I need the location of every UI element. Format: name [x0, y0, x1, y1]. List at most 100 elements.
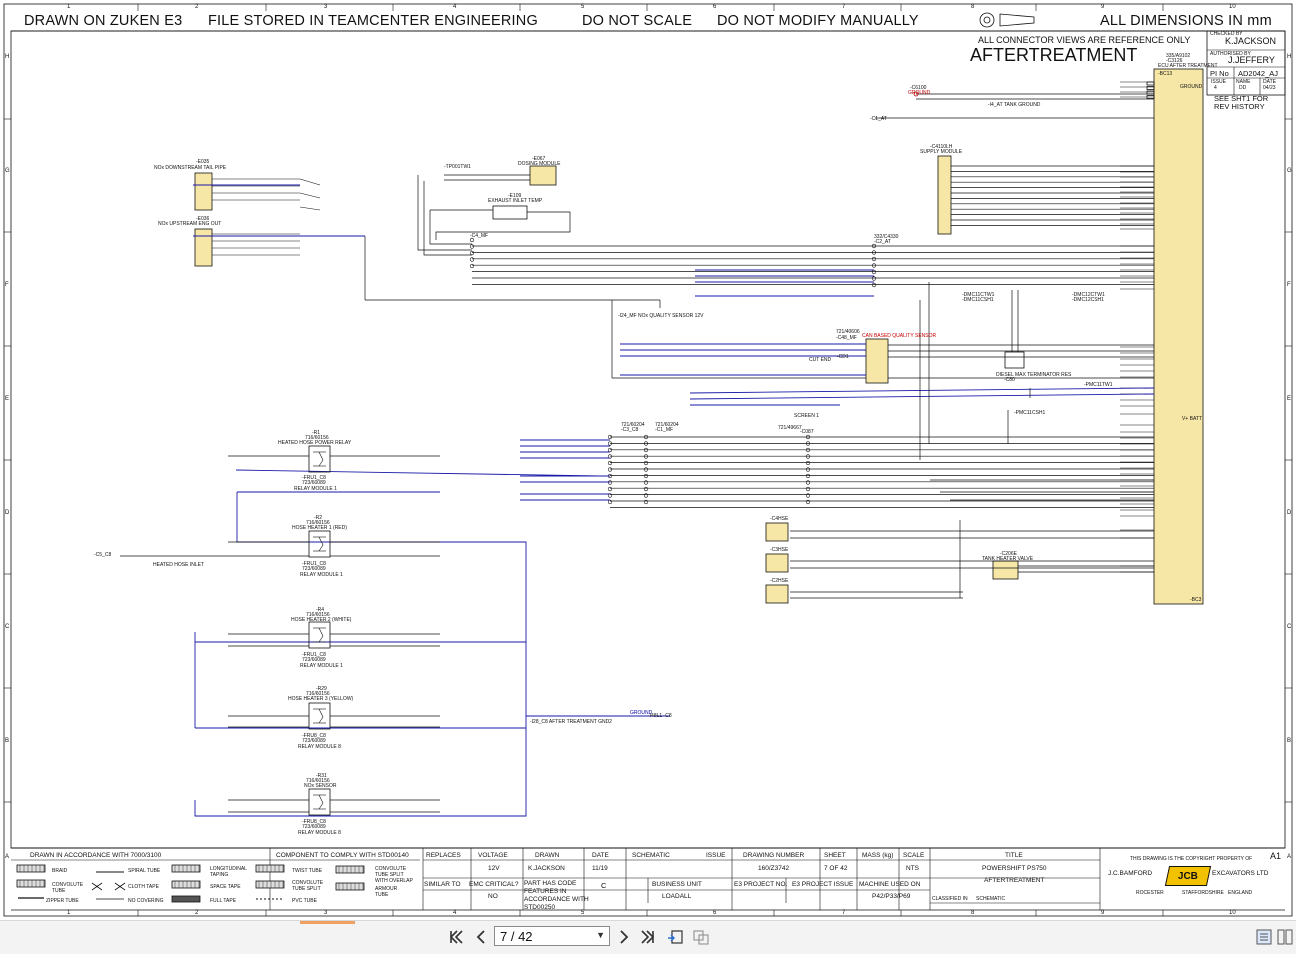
scroll-indicator — [300, 921, 355, 924]
pi-no-label: PI No — [1210, 69, 1229, 78]
relay-box — [308, 621, 331, 649]
r2-name: HOSE HEATER 1 (RED) — [292, 525, 347, 531]
screen1-label: SCREEN 1 — [794, 413, 820, 419]
wire — [299, 192, 321, 199]
grid-col-label: 1 — [67, 4, 71, 10]
grid-col-label: 3 — [324, 910, 328, 916]
can-name: CAN BASED QUALITY SENSOR — [862, 333, 937, 339]
hose-connector-box — [765, 584, 789, 604]
relay-coil — [318, 708, 324, 724]
exhaust-name: EXHAUST INLET TEMP — [488, 198, 543, 204]
ground-right: GROUND — [630, 710, 653, 716]
classified-value: SCHEMATIC — [976, 896, 1006, 902]
similar-label: SIMILAR TO — [424, 881, 461, 888]
dmc14-ref: -DMC12CSH1 — [1072, 297, 1104, 303]
r31-part: 716/60156 — [306, 778, 330, 784]
rev-note: SEE SHT1 FOR REV HISTORY — [1214, 94, 1269, 111]
copy-pages-icon — [693, 930, 709, 945]
legend-spiral: SPIRAL TUBE — [128, 868, 161, 874]
c4-part: -C4_MF — [470, 233, 489, 239]
r29-part: 716/60156 — [306, 691, 330, 697]
issue-value: 4 — [1214, 85, 1217, 91]
pin — [871, 269, 877, 275]
dosing-ref: -E067 — [532, 156, 546, 162]
ecu-ground-label: GROUND — [1180, 84, 1203, 90]
connector-note: ALL CONNECTOR VIEWS ARE REFERENCE ONLY — [978, 35, 1191, 45]
r4-part2: 723/60089 — [302, 657, 326, 663]
r31-module: -FRU8_C8 — [302, 819, 326, 825]
legend-long: LONGITUDINAL TAPING — [210, 866, 247, 878]
authorised-by-label: AUTHORISED BY — [1210, 51, 1251, 57]
legend-nocover: NO COVERING — [128, 898, 164, 904]
first-page-button[interactable] — [445, 927, 467, 947]
previous-page-button[interactable] — [470, 927, 492, 947]
grid-row-label: D — [1287, 510, 1292, 516]
chevron-down-icon: ▼ — [596, 930, 605, 940]
page-number-select[interactable]: 7 / 42 ▼ — [494, 926, 610, 946]
c6100-ref: -C6100 — [910, 85, 927, 91]
name-label: NAME — [1236, 79, 1251, 85]
next-page-icon — [620, 930, 629, 944]
r29-name: HOSE HEATER 3 (YELLOW) — [288, 696, 354, 702]
pin — [643, 480, 649, 485]
single-page-view-button[interactable] — [1253, 927, 1275, 947]
wiring-diagram — [3, 3, 1293, 917]
legend-cloth: CLOTH TAPE — [128, 884, 159, 890]
grid-row-label: F — [5, 282, 9, 288]
grid-col-label: 2 — [195, 910, 199, 916]
address-1: ROCESTER — [1136, 890, 1164, 896]
r2-ref: -R2 — [314, 515, 323, 521]
relay-box — [308, 788, 331, 816]
grid-col-label: 10 — [1229, 4, 1236, 10]
company-left: J.C.BAMFORD — [1108, 870, 1153, 877]
two-page-view-icon — [1277, 929, 1293, 945]
grid-row-label: C — [5, 624, 10, 630]
file-stored-label: FILE STORED IN TEAMCENTER ENGINEERING — [208, 13, 538, 29]
pin — [1146, 81, 1155, 86]
issue-value-tb: C — [601, 881, 607, 890]
grid-col-label: 8 — [971, 910, 975, 916]
drawing-number: 160/Z3742 — [758, 865, 790, 872]
pin — [805, 480, 811, 485]
wire — [429, 210, 472, 245]
ecu-bc3-label: -BC3 — [1190, 597, 1202, 603]
date-label: DATE — [1263, 79, 1276, 85]
grid-col-label: 9 — [1101, 4, 1105, 10]
two-page-view-button[interactable] — [1274, 927, 1296, 947]
grid-col-label: 2 — [195, 4, 199, 10]
exhaust-ref: -E109 — [508, 193, 522, 199]
r31-ref: -R31 — [316, 773, 327, 779]
can-bus-wire — [689, 387, 1155, 394]
last-page-button[interactable] — [637, 927, 659, 947]
next-page-button[interactable] — [613, 927, 635, 947]
grid-row-label: A — [5, 854, 10, 860]
grid-col-label: 7 — [842, 4, 846, 10]
pin — [805, 467, 811, 472]
title-label: TITLE — [1005, 852, 1023, 859]
name-value: DD — [1239, 85, 1247, 91]
grid-col-label: 3 — [324, 4, 328, 10]
projection-symbol — [999, 13, 1035, 27]
pin — [871, 276, 877, 281]
rotate-button[interactable] — [664, 927, 686, 947]
r1-ref: -R1 — [312, 430, 321, 436]
c2-ref: -C2_AT — [874, 239, 891, 245]
page-number-value: 7 / 42 — [500, 928, 533, 944]
schematic-sheet: DRAWN ON ZUKEN E3 FILE STORED IN TEAMCEN… — [3, 3, 1293, 917]
legend-full: FULL TAPE — [210, 898, 237, 904]
copyright-note: THIS DRAWING IS THE COPYRIGHT PROPERTY O… — [1130, 856, 1253, 862]
pin — [607, 486, 613, 492]
part-code: PART HAS CODE FEATURES IN ACCORDANCE WIT… — [524, 880, 589, 911]
date-label-tb: DATE — [592, 852, 609, 859]
legend-conv: CONVOLUTE TUBE — [52, 882, 84, 894]
legend-long-sample — [171, 864, 201, 873]
r4-part: 716/60156 — [306, 612, 330, 618]
copy-pages-button[interactable] — [690, 927, 712, 947]
drawing-number-label: DRAWING NUMBER — [743, 852, 805, 859]
legend-conv-split2: CONVOLUTE TUBE SPLIT — [292, 880, 324, 892]
r1-relay: RELAY MODULE 1 — [294, 486, 337, 492]
pin — [643, 493, 649, 498]
hose-connector-box — [765, 522, 789, 542]
relay-coil — [318, 794, 324, 810]
r29-part2: 723/60089 — [302, 738, 326, 744]
